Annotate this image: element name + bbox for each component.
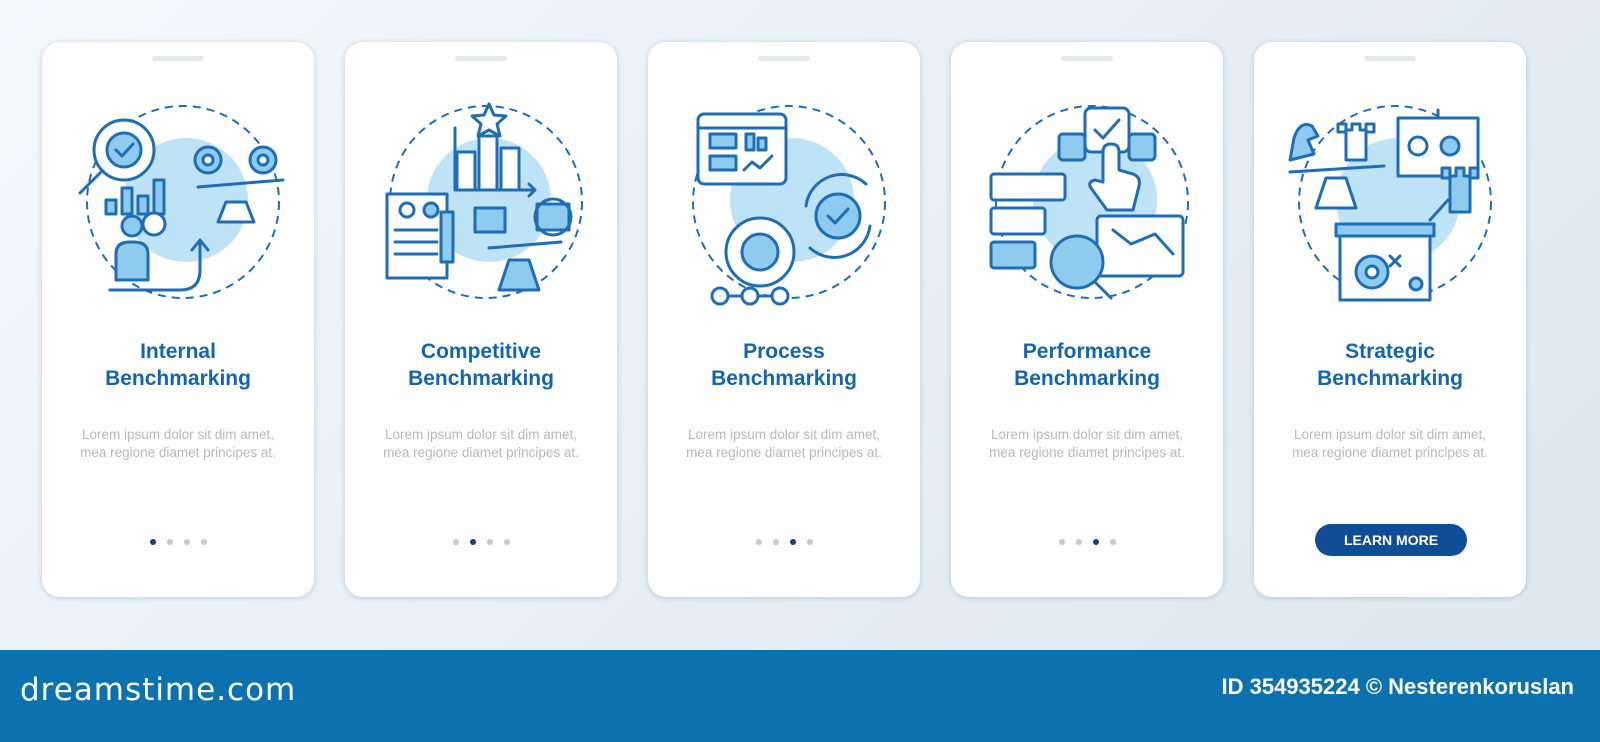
page-dot[interactable] — [503, 539, 510, 545]
performance-benchmarking-illustration — [989, 105, 1189, 300]
notch-bar — [455, 56, 507, 61]
card-description: Lorem ipsum dolor sit dim amet, mea regi… — [383, 427, 579, 460]
card-description: Lorem ipsum dolor sit dim amet, mea regi… — [686, 427, 882, 460]
page-dot[interactable] — [200, 539, 207, 545]
page-dot[interactable] — [755, 539, 762, 545]
notch-bar — [152, 56, 204, 61]
page-dot[interactable] — [1109, 539, 1116, 545]
page-dot[interactable] — [469, 539, 476, 545]
brand-logo: dreamstime.com — [20, 672, 297, 708]
competitive-benchmarking-illustration — [385, 102, 583, 299]
page-dot[interactable] — [1075, 539, 1082, 545]
page-dot[interactable] — [486, 539, 493, 545]
card-description: Lorem ipsum dolor sit dim amet, mea regi… — [989, 427, 1185, 460]
notch-bar — [1061, 56, 1113, 61]
learn-more-button[interactable]: LEARN MORE — [1315, 524, 1467, 556]
page-dot[interactable] — [789, 539, 796, 545]
page-indicator — [345, 539, 617, 545]
page-dot[interactable] — [149, 539, 156, 545]
notch-bar — [1364, 56, 1416, 61]
footer-bar: dreamstime.com ID 354935224 © Nesterenko… — [0, 650, 1600, 742]
process-benchmarking-illustration — [692, 105, 886, 306]
internal-benchmarking-illustration — [78, 105, 285, 299]
strategic-benchmarking-illustration — [1288, 105, 1492, 302]
page-dot[interactable] — [452, 539, 459, 545]
page-dot[interactable] — [1058, 539, 1065, 545]
card-description: Lorem ipsum dolor sit dim amet, mea regi… — [80, 427, 276, 460]
page-indicator — [42, 539, 314, 545]
page-dot[interactable] — [772, 539, 779, 545]
page-indicator — [648, 539, 920, 545]
page-dot[interactable] — [183, 539, 190, 545]
page-indicator — [951, 539, 1223, 545]
image-credit: ID 354935224 © Nesterenkoruslan — [1221, 674, 1574, 699]
notch-bar — [758, 56, 810, 61]
card-description: Lorem ipsum dolor sit dim amet, mea regi… — [1292, 427, 1488, 460]
page-dot[interactable] — [806, 539, 813, 545]
page-dot[interactable] — [1092, 539, 1099, 545]
page-dot[interactable] — [166, 539, 173, 545]
